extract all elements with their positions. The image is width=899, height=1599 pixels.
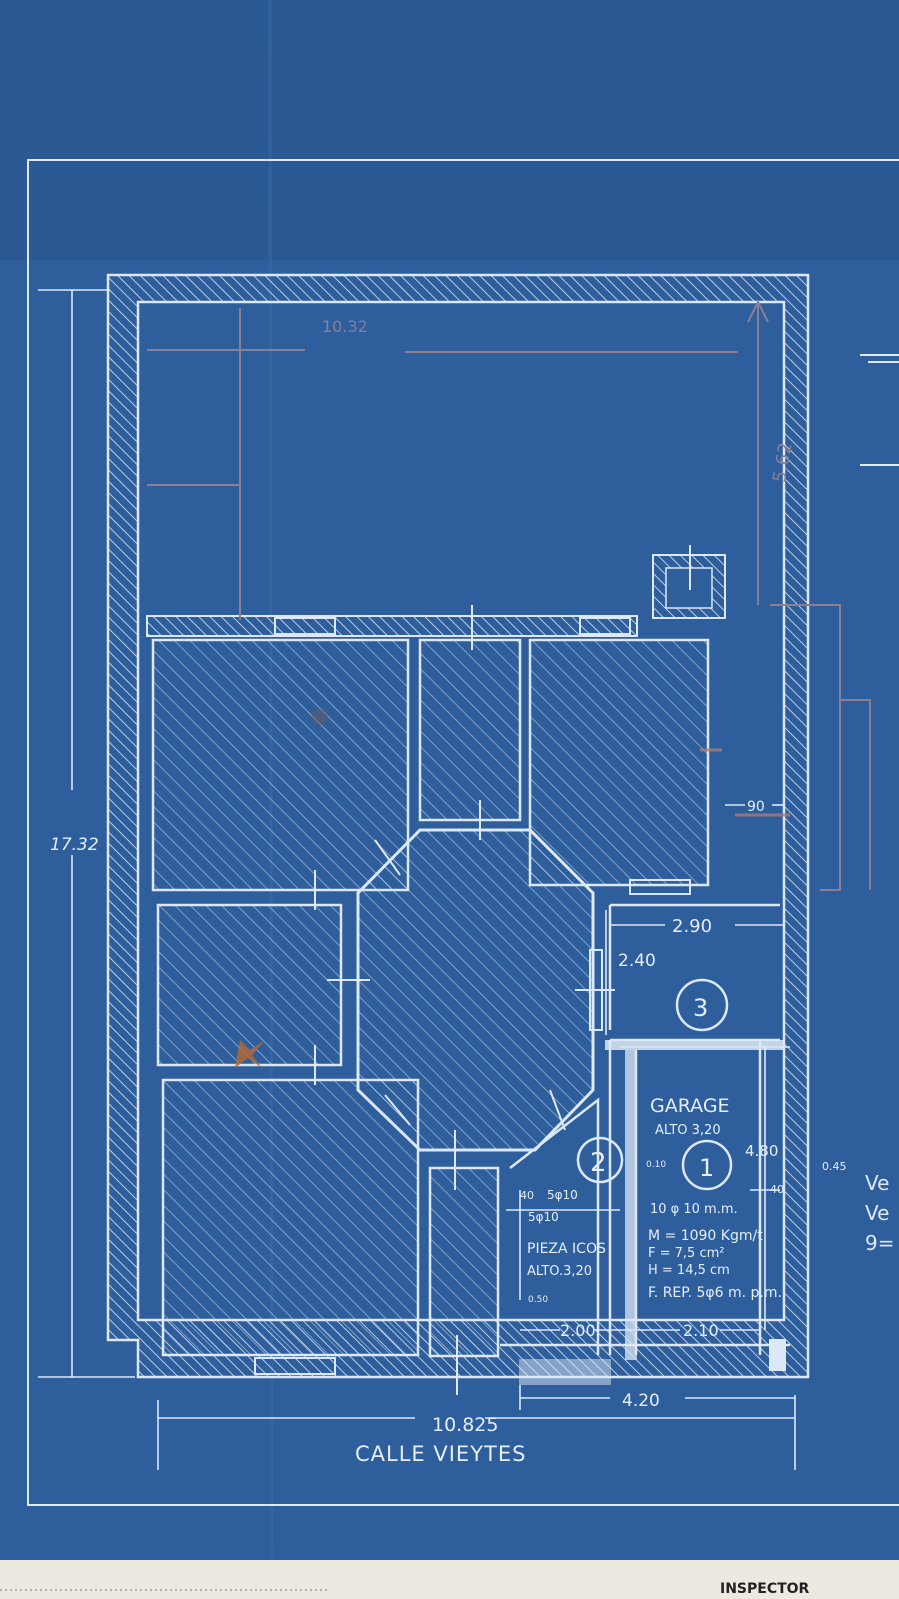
outer-walls	[106, 273, 810, 1379]
garage-column	[625, 1050, 637, 1360]
dim-garage-inner-width: 2.10	[683, 1321, 719, 1340]
dim-045: 0.45	[822, 1160, 847, 1173]
dim-room2-width: 2.00	[560, 1321, 596, 1340]
f-rep-note: F. REP. 5φ6 m. p.m.	[648, 1285, 782, 1301]
garage-title: GARAGE	[650, 1095, 730, 1117]
dim-room3-depth: 2.40	[618, 951, 656, 971]
street-name: CALLE VIEYTES	[355, 1442, 526, 1466]
room2-title: PIEZA ICOS	[527, 1241, 606, 1257]
dim-050: 0.50	[528, 1295, 548, 1305]
dim-010: 0.10	[646, 1160, 666, 1170]
pencil-marks	[147, 299, 871, 891]
garage-height: ALTO 3,20	[655, 1123, 721, 1138]
stain-mark	[235, 1040, 265, 1068]
room-1-marker	[681, 1139, 733, 1191]
crayon-marks	[700, 748, 790, 817]
beam-note-b: 5φ10	[528, 1210, 559, 1224]
paper-shadow	[0, 0, 899, 260]
edge-fragment-3: 9=	[865, 1231, 894, 1255]
pencil-yard-width: 10.32	[322, 317, 368, 336]
room-3-marker	[675, 978, 729, 1032]
edge-fragment-1: Ve	[865, 1171, 889, 1195]
dim-total-depth: 17.32	[50, 835, 99, 855]
edge-fragment-2: Ve	[865, 1201, 889, 1225]
room-back-left	[151, 638, 410, 892]
dimension-lines	[38, 289, 796, 1470]
dim-garage-width: 4.20	[622, 1391, 660, 1411]
dim-side-gap: 90	[747, 799, 765, 815]
room-back-center	[418, 638, 522, 822]
h-value-note: H = 14,5 cm	[648, 1263, 730, 1278]
dim-40b: 40	[770, 1183, 784, 1196]
room-back-right	[528, 638, 710, 887]
room-3-number: 3	[693, 994, 708, 1022]
room2-height: ALTO.3,20	[527, 1264, 592, 1279]
dim-garage-depth: 4.80	[745, 1142, 778, 1160]
windows	[254, 617, 786, 1385]
dim-total-width: 10.825	[432, 1414, 498, 1436]
door-ticks	[314, 545, 691, 1395]
f-value-note: F = 7,5 cm²	[648, 1246, 724, 1261]
moment-note: M = 1090 Kgm/t	[648, 1228, 763, 1244]
room-1-number: 1	[699, 1154, 714, 1182]
dim-room3-width: 2.90	[672, 916, 712, 937]
rebar-note: 10 φ 10 m.m.	[650, 1202, 738, 1217]
room-front-corridor	[428, 1166, 500, 1358]
room-mid-left	[156, 903, 343, 1067]
beam-note-a: 5φ10	[547, 1188, 578, 1202]
yard-wall	[146, 554, 726, 637]
sheet-border	[27, 159, 899, 1506]
dim-40a: 40	[520, 1189, 534, 1202]
margin-strip	[0, 1560, 899, 1599]
room-2-marker	[576, 1136, 624, 1184]
edge-dashes	[860, 354, 899, 466]
stain-mark	[312, 709, 328, 725]
garage-partition	[605, 1040, 785, 1050]
inspector-label: INSPECTOR	[720, 1581, 810, 1597]
room-2-number: 2	[590, 1148, 607, 1178]
room-front-left	[161, 1078, 420, 1357]
